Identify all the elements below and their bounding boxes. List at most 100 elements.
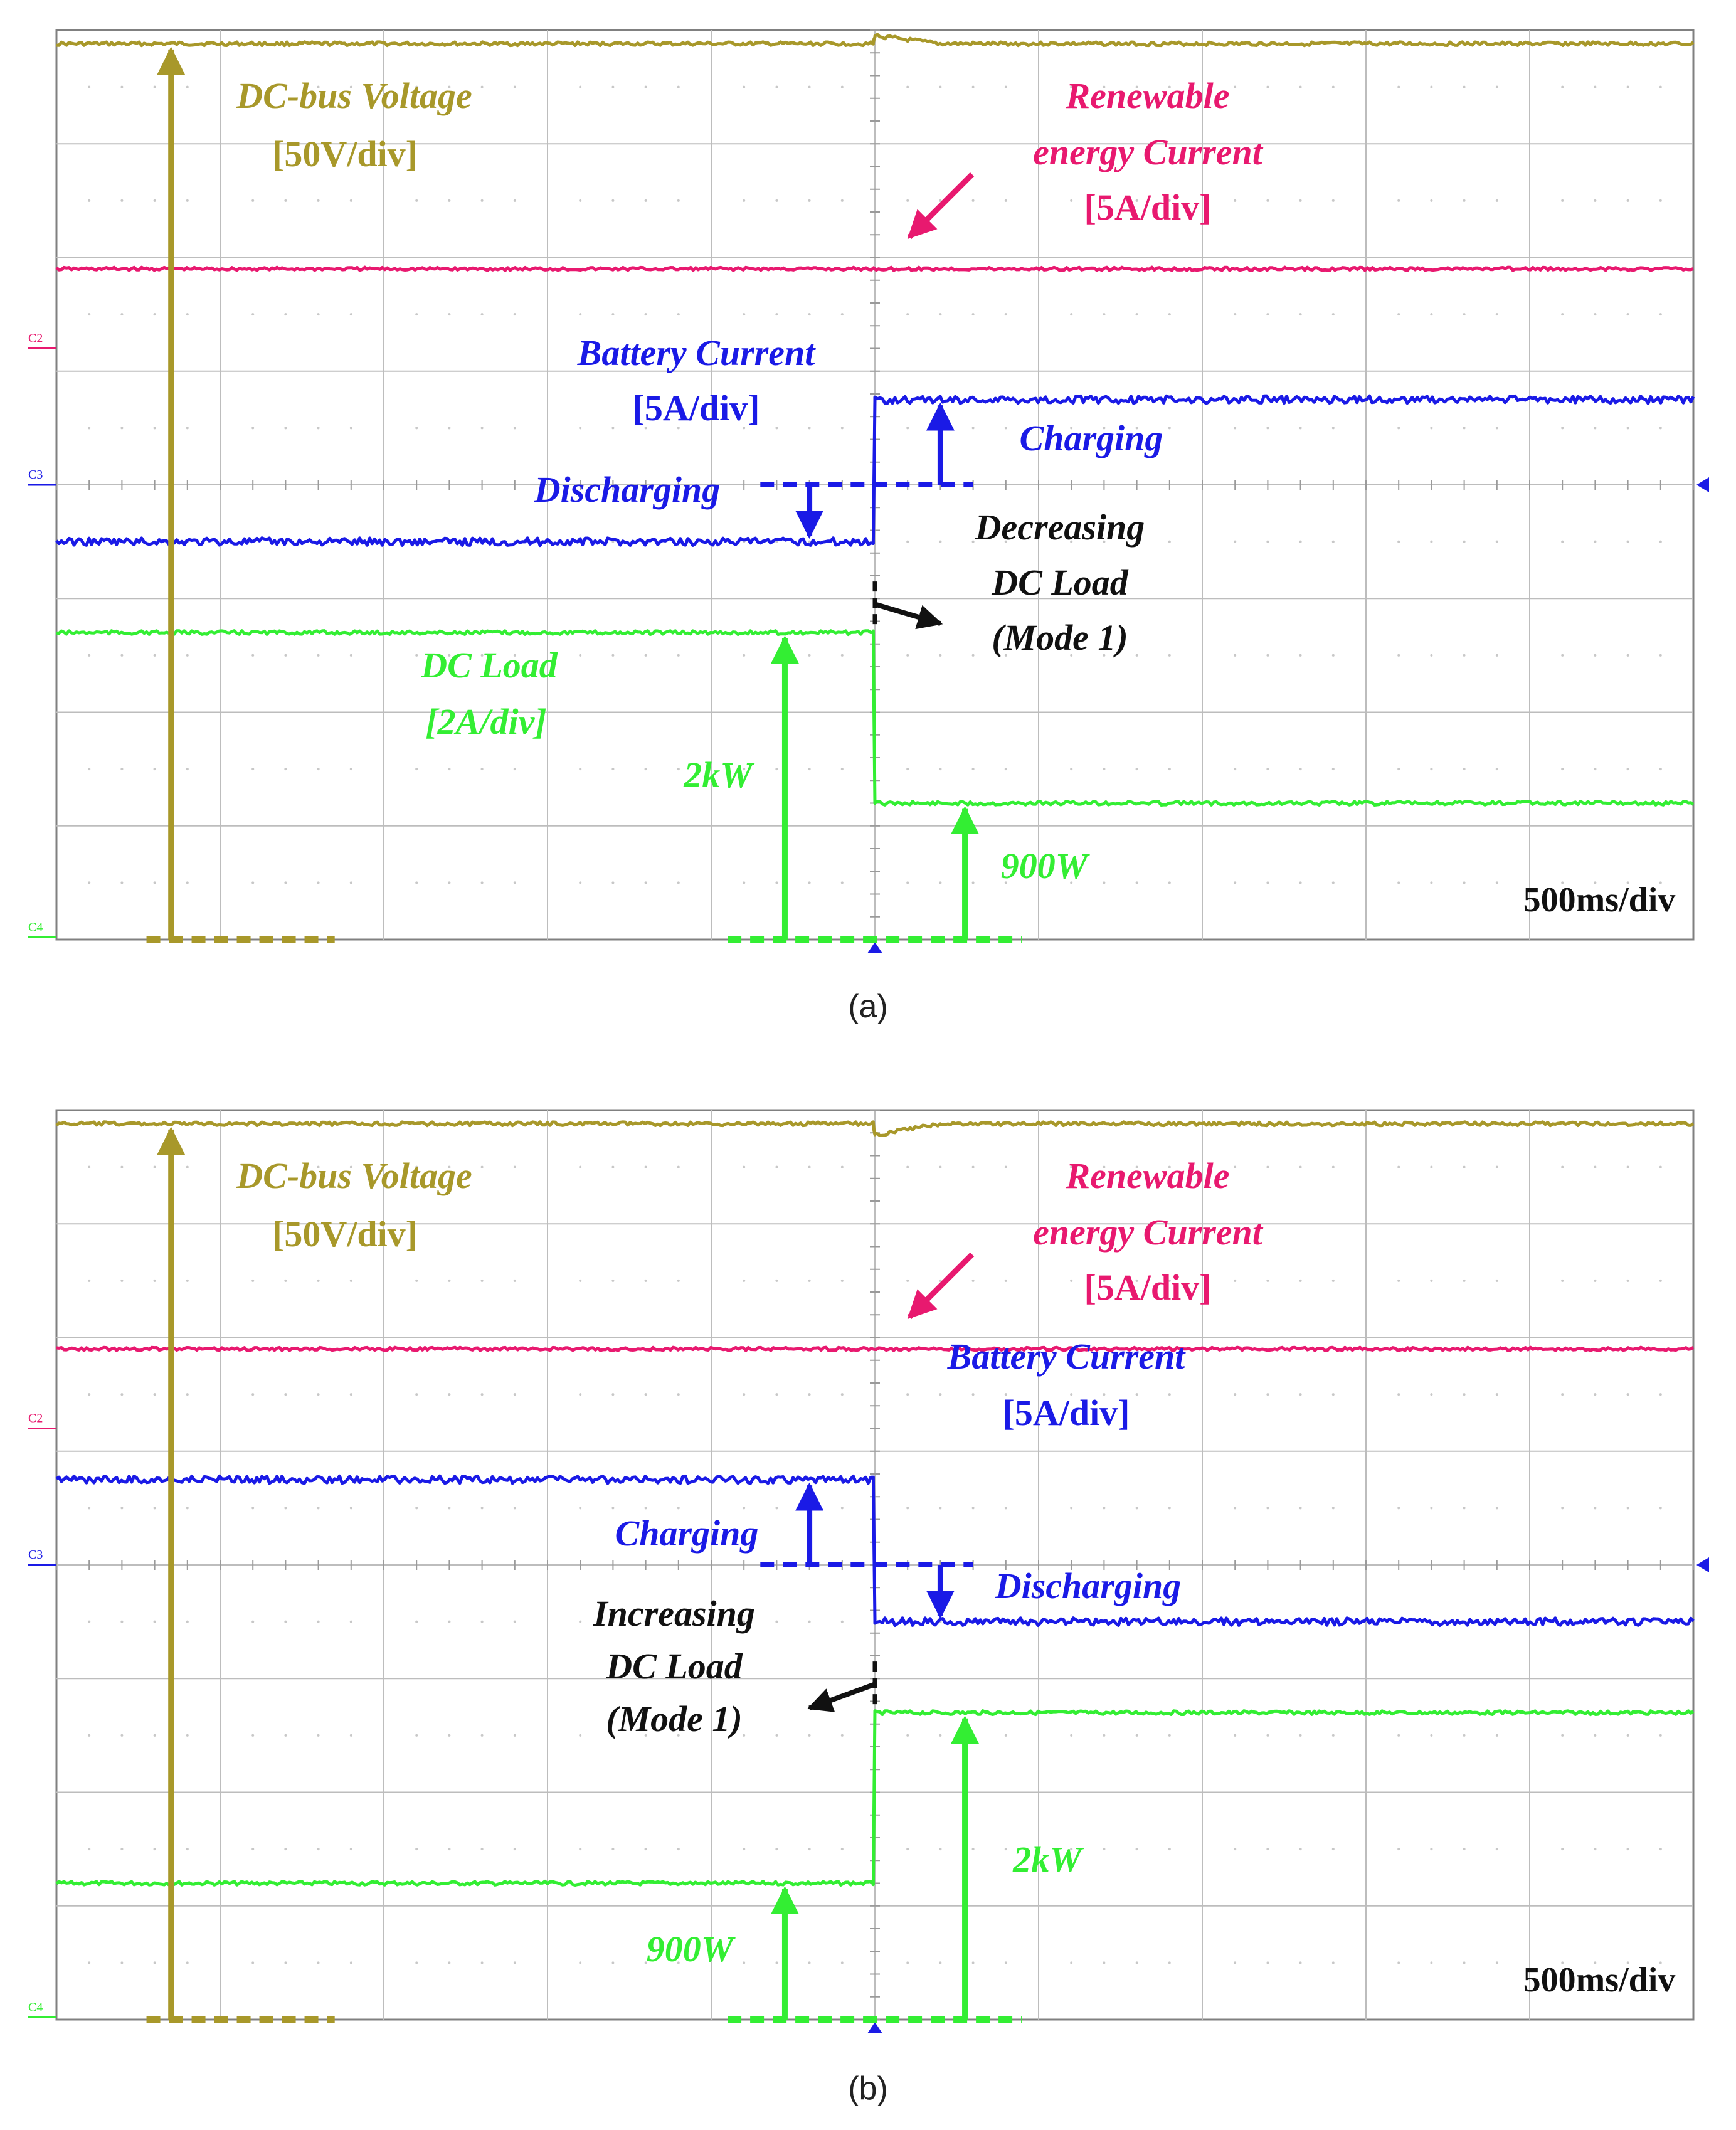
grid-dot [906, 654, 909, 657]
grid-dot [644, 768, 647, 771]
grid-dot [906, 199, 909, 202]
grid-dot [644, 1393, 647, 1396]
grid-dot [1103, 199, 1106, 202]
grid-dot [317, 1393, 320, 1396]
grid-dot [349, 768, 352, 771]
grid-dot [1135, 654, 1138, 657]
grid-dot [513, 768, 516, 771]
grid-dot [1626, 1848, 1629, 1851]
grid-dot [611, 313, 615, 316]
grid-dot [88, 1734, 91, 1737]
grid-dot [1397, 85, 1400, 88]
grid-dot [579, 1393, 582, 1396]
grid-dot [906, 1507, 909, 1510]
grid-dot [1331, 654, 1335, 657]
grid-dot [808, 654, 811, 657]
grid-dot [677, 768, 680, 771]
label-renewable-line1: Renewable [1066, 1155, 1230, 1196]
label-dc-load-scale: [2A/div] [425, 701, 546, 742]
label-event-line3: (Mode 1) [606, 1698, 742, 1739]
grid-dot [939, 1961, 942, 1964]
grid-dot [1430, 313, 1433, 316]
grid-dot [1331, 540, 1335, 543]
grid-dot [1299, 427, 1302, 430]
grid-dot [1234, 1165, 1237, 1168]
grid-dot [513, 313, 516, 316]
grid-dot [1626, 654, 1629, 657]
grid-dot [317, 1620, 320, 1623]
grid-dot [153, 654, 156, 657]
grid-dot [743, 1848, 746, 1851]
grid-dot [480, 1507, 484, 1510]
grid-dot [480, 1165, 484, 1168]
grid-dot [415, 313, 418, 316]
grid-dot [513, 654, 516, 657]
grid-dot [1659, 1279, 1662, 1282]
grid-dot [448, 881, 451, 884]
label-renewable-scale: [5A/div] [1084, 1267, 1212, 1308]
label-battery-before: Charging [615, 1513, 759, 1554]
grid-dot [186, 427, 189, 430]
grid-dot [448, 1848, 451, 1851]
grid-dot [1103, 540, 1106, 543]
grid-dot [415, 1848, 418, 1851]
grid-dot [1397, 1279, 1400, 1282]
grid-dot [153, 313, 156, 316]
grid-dot [186, 1507, 189, 1510]
arrow-event [807, 1682, 876, 1712]
grid-dot [1594, 427, 1597, 430]
grid-dot [1299, 881, 1302, 884]
grid-dot [88, 1279, 91, 1282]
grid-dot [611, 1165, 615, 1168]
grid-dot [579, 313, 582, 316]
channel-marker: C2 [28, 332, 43, 346]
grid-dot [840, 768, 844, 771]
grid-dot [840, 1734, 844, 1737]
grid-dot [611, 85, 615, 88]
grid-dot [1561, 881, 1564, 884]
grid-dot [1135, 1961, 1138, 1964]
grid-dot [677, 1165, 680, 1168]
grid-dot [939, 1734, 942, 1737]
grid-dot [1430, 199, 1433, 202]
grid-dot [840, 1165, 844, 1168]
grid-dot [186, 199, 189, 202]
trace-dc-load [56, 629, 1695, 807]
grid-dot [153, 1279, 156, 1282]
grid-dot [775, 1279, 778, 1282]
grid-dot [1463, 1165, 1466, 1168]
grid-dot [1299, 1507, 1302, 1510]
grid-dot [1234, 85, 1237, 88]
grid-dot [971, 1165, 975, 1168]
grid-dot [1168, 1734, 1171, 1737]
grid-dot [284, 1279, 287, 1282]
grid-dot [1103, 768, 1106, 771]
grid-dot [1234, 768, 1237, 771]
grid-dot [1594, 1734, 1597, 1737]
grid-dot [1495, 1961, 1498, 1964]
grid-dot [1299, 540, 1302, 543]
grid-dot [448, 199, 451, 202]
grid-dot [349, 1734, 352, 1737]
grid-dot [88, 427, 91, 430]
grid-dot [1070, 1507, 1073, 1510]
grid-dot [775, 1848, 778, 1851]
grid-dot [677, 313, 680, 316]
grid-dot [317, 1734, 320, 1737]
grid-dot [186, 1279, 189, 1282]
grid-dot [840, 313, 844, 316]
grid-dot [1561, 1279, 1564, 1282]
grid-dot [1430, 1165, 1433, 1168]
grid-dot [644, 1620, 647, 1623]
grid-dot [1135, 881, 1138, 884]
grid-dot [120, 768, 124, 771]
grid-dot [1626, 85, 1629, 88]
grid-dot [251, 427, 255, 430]
grid-dot [120, 881, 124, 884]
grid-dot [906, 1734, 909, 1737]
grid-dot [611, 199, 615, 202]
grid-dot [284, 1393, 287, 1396]
grid-dot [1135, 1734, 1138, 1737]
grid-dot [120, 1393, 124, 1396]
grid-dot [1266, 654, 1269, 657]
